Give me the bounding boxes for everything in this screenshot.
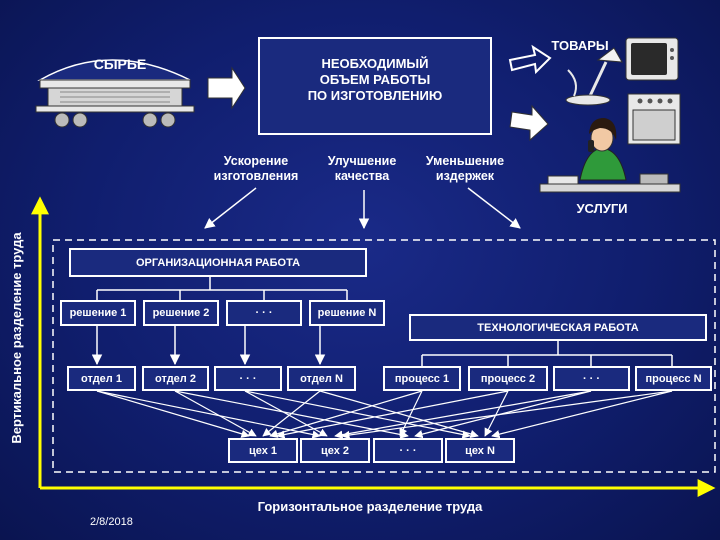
goal-speedup-line-2: изготовления: [213, 169, 299, 183]
decision-box-n: решение N: [309, 300, 385, 326]
decision-box-2: решение 2: [143, 300, 219, 326]
department-box-ellipsis: · · ·: [214, 366, 282, 391]
process-box-1: процесс 1: [383, 366, 461, 391]
goods-icon: [565, 37, 681, 145]
goal-costs-line-2: издержек: [435, 169, 495, 183]
goal-quality-line-1: Улучшение: [327, 154, 397, 168]
decision-box-1: решение 1: [60, 300, 136, 326]
department-box-2: отдел 2: [142, 366, 209, 391]
decision-box-ellipsis: · · ·: [226, 300, 302, 326]
services-arrow-icon: [509, 104, 549, 142]
workshop-box-2: цех 2: [300, 438, 370, 463]
required-work-box: НЕОБХОДИМЫЙ ОБЪЕМ РАБОТЫ ПО ИЗГОТОВЛЕНИЮ: [258, 37, 492, 135]
services-label: УСЛУГИ: [576, 201, 628, 216]
org-work-box: ОРГАНИЗАЦИОННАЯ РАБОТА: [69, 248, 367, 277]
goal-quality-line-2: качества: [334, 169, 390, 183]
process-box-2: процесс 2: [468, 366, 548, 391]
process-box-n: процесс N: [635, 366, 712, 391]
process-box-ellipsis: · · ·: [553, 366, 630, 391]
goal-speedup-line-1: Ускорение: [223, 154, 289, 168]
department-box-n: отдел N: [287, 366, 356, 391]
goods-label: ТОВАРЫ: [551, 38, 609, 53]
goal-costs-line-1: Уменьшение: [425, 154, 505, 168]
required-work-line-2: ОБЪЕМ РАБОТЫ: [319, 72, 431, 87]
department-box-1: отдел 1: [67, 366, 136, 391]
workshop-box-ellipsis: · · ·: [373, 438, 443, 463]
raw-material-label: СЫРЬЕ: [93, 56, 147, 72]
workshop-box-n: цех N: [445, 438, 515, 463]
required-work-line-3: ПО ИЗГОТОВЛЕНИЮ: [307, 88, 443, 103]
tech-work-box: ТЕХНОЛОГИЧЕСКАЯ РАБОТА: [409, 314, 707, 341]
goods-arrow-icon: [508, 44, 552, 75]
slide-date: 2/8/2018: [90, 516, 133, 528]
goal-quality: Улучшение качества: [312, 154, 412, 184]
goal-costs: Уменьшение издержек: [410, 154, 520, 184]
vertical-axis-label: Вертикальное разделение труда: [9, 232, 24, 444]
services-person-icon: [539, 118, 681, 193]
flow-arrow-icon: [207, 66, 246, 110]
goal-speedup: Ускорение изготовления: [196, 154, 316, 184]
workshop-box-1: цех 1: [228, 438, 298, 463]
required-work-line-1: НЕОБХОДИМЫЙ: [321, 56, 429, 71]
structure-frame: [52, 239, 716, 473]
horizontal-axis-label: Горизонтальное разделение труда: [257, 499, 483, 514]
wagon-icon: [35, 59, 195, 128]
